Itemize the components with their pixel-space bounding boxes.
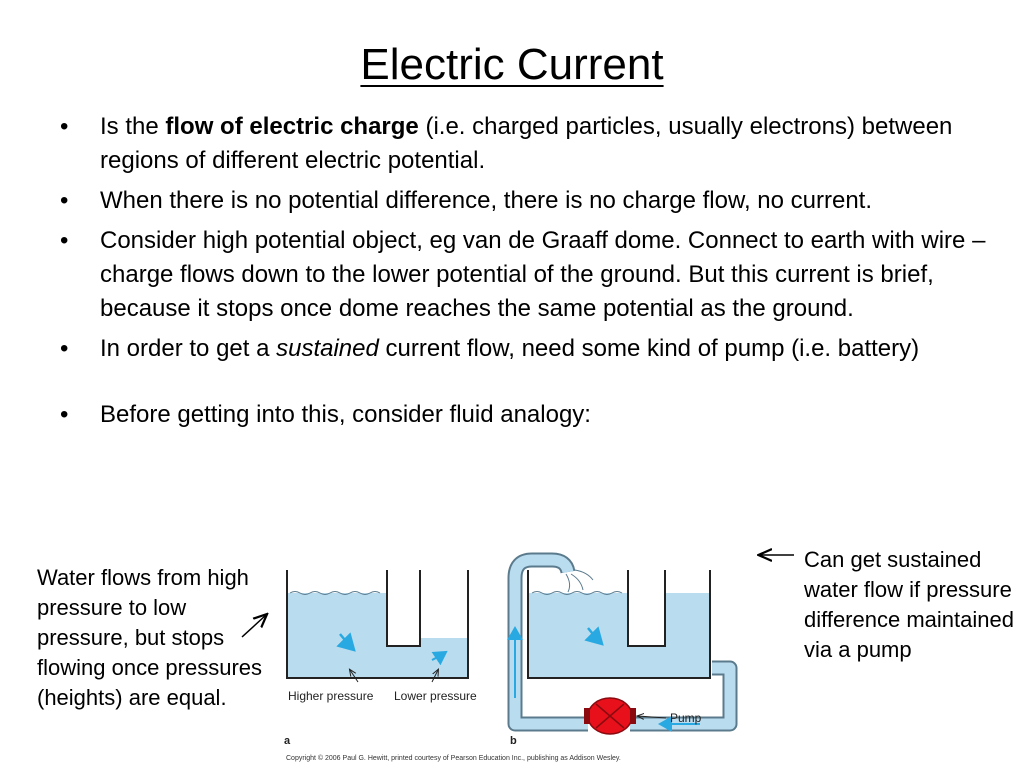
lower-pressure-label: Lower pressure [394,689,477,703]
bullet-item: • Consider high potential object, eg van… [56,224,986,326]
tank-b-water [528,593,710,678]
bullet-item: • In order to get a sustained current fl… [56,332,986,366]
bullet-item: • Is the flow of electric charge (i.e. c… [56,110,986,178]
bullet-text: current flow, need some kind of pump (i.… [378,335,920,362]
panel-b: Pump b [507,552,738,747]
pump-icon [584,697,636,735]
bullet-text: Is the [100,113,166,140]
bullet-text: When there is no potential difference, t… [100,187,873,214]
bullet-dot: • [60,187,69,214]
bullet-item: • Before getting into this, consider flu… [56,398,986,432]
pump-label: Pump [670,711,702,725]
bullet-list: • Is the flow of electric charge (i.e. c… [56,110,986,438]
bullet-text: Before getting into this, consider fluid… [100,401,591,428]
water-spray [565,569,594,593]
water-surface-a [289,591,381,595]
bullet-text: Consider high potential object, eg van d… [100,227,986,322]
left-callout-arrow [241,615,266,638]
panel-a: Higher pressure Lower pressure a [284,570,477,747]
copyright-notice: Copyright © 2006 Paul G. Hewitt, printed… [286,755,621,762]
bullet-dot: • [60,227,69,254]
fluid-analogy-figure: Higher pressure Lower pressure a Pump b [284,552,738,747]
higher-pressure-label: Higher pressure [288,689,374,703]
tank-a-outline [286,570,469,679]
bullet-dot: • [60,113,69,140]
bullet-text: In order to get a [100,335,277,362]
slide-title: Electric Current [360,40,664,89]
bullet-dot: • [60,401,69,428]
bullet-dot: • [60,335,69,362]
bullet-bold-text: flow of electric charge [165,113,419,140]
pointer-pump [638,716,667,718]
bullet-text: (i.e. charged particles, usually electro… [100,113,953,174]
pointer-lower [431,670,438,683]
tank-b-outline [527,570,711,679]
note-left: Water flows from high pressure to low pr… [37,565,263,710]
bullet-item: • When there is no potential difference,… [56,184,986,218]
tank-a-water [287,593,468,678]
pointer-higher [350,670,359,683]
panel-b-label: b [510,735,517,747]
flow-arrow-a2 [431,650,448,666]
water-surface-b [531,591,623,595]
flow-arrow-b1 [584,626,604,646]
bullet-italic-text: sustained [276,335,379,362]
flow-arrow-a1 [336,632,356,652]
note-right: Can get sustained water flow if pressure… [804,547,1014,662]
panel-a-label: a [284,735,291,747]
